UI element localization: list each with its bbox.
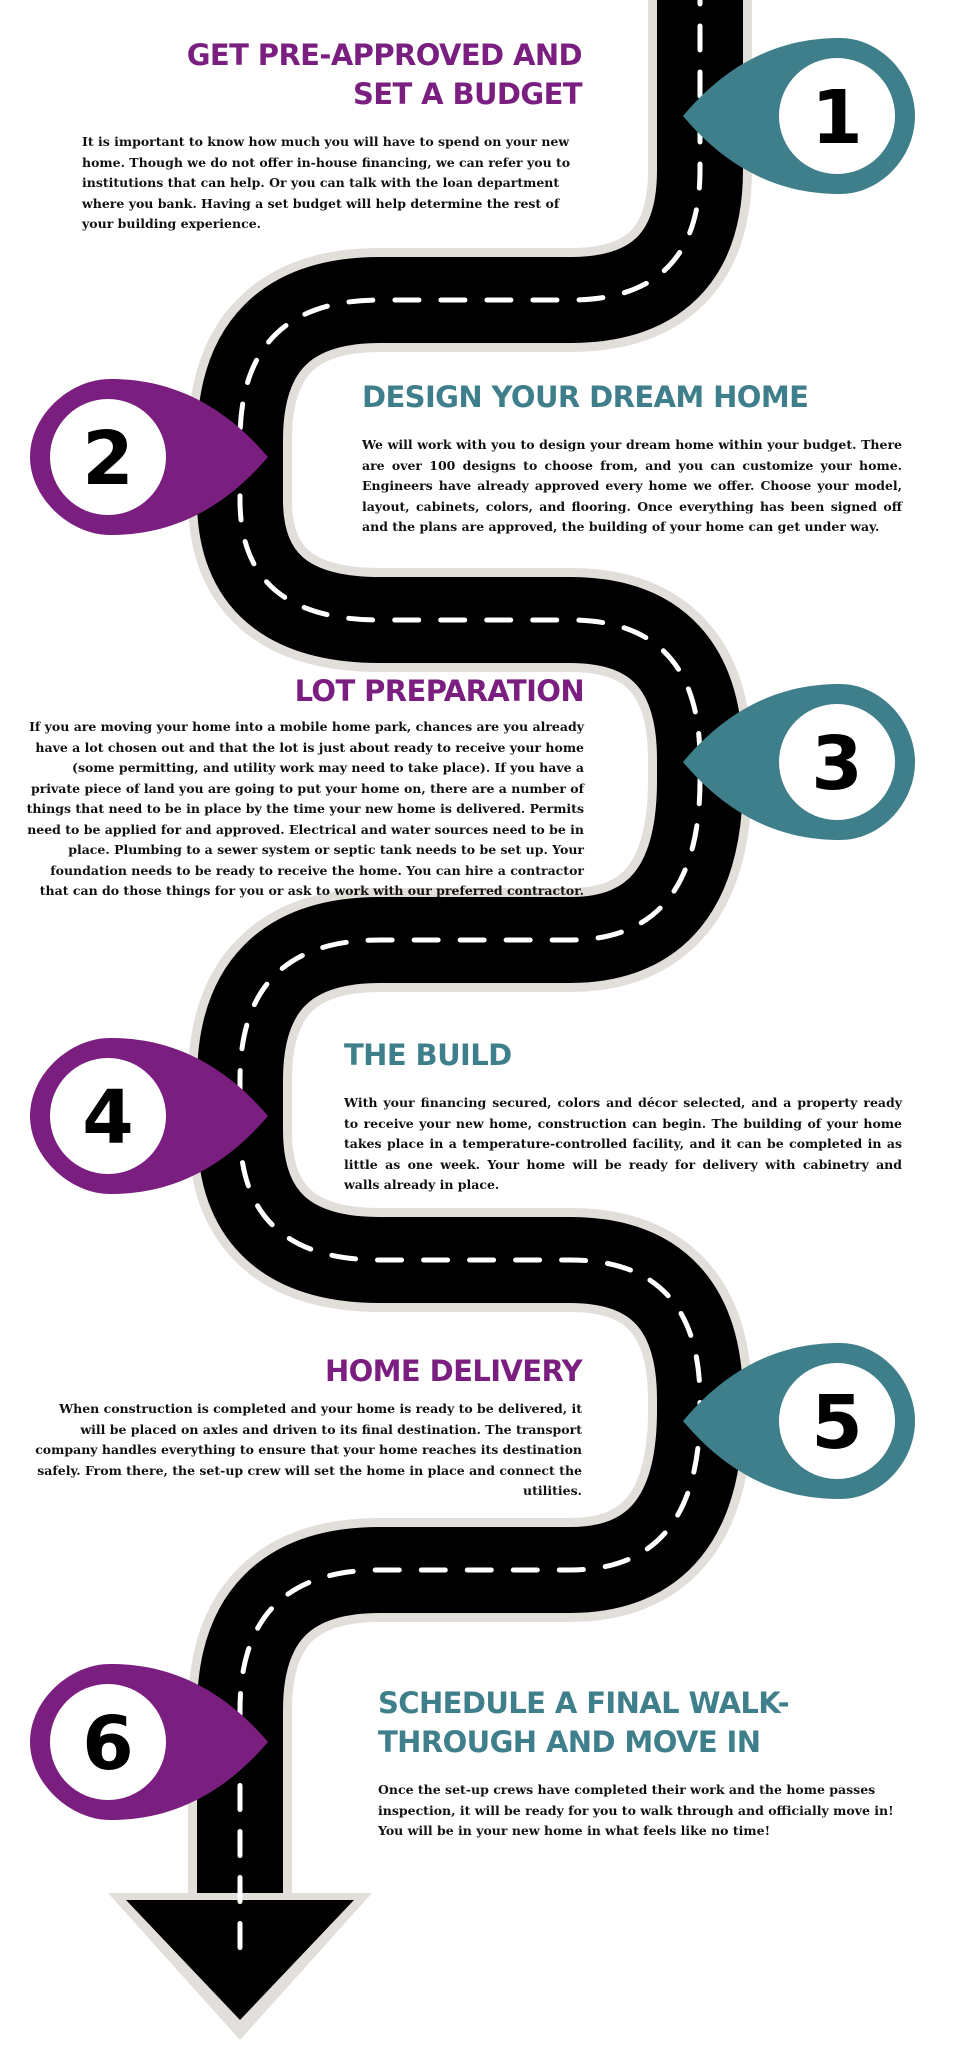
step-1-body: It is important to know how much you wil…	[82, 134, 571, 231]
step-2-number: 2	[82, 416, 134, 502]
step-4-title: THE BUILD	[344, 1038, 512, 1072]
step-6: SCHEDULE A FINAL WALK-THROUGH AND MOVE I…	[378, 1684, 918, 1842]
step-3-body: If you are moving your home into a mobil…	[26, 719, 584, 898]
step-2: DESIGN YOUR DREAM HOME We will work with…	[362, 378, 902, 538]
step-4-badge: 4	[30, 1038, 268, 1194]
step-4: THE BUILD With your financing secured, c…	[344, 1036, 902, 1196]
step-3-badge: 3	[683, 684, 915, 840]
step-5: HOME DELIVERY When construction is compl…	[30, 1352, 582, 1502]
step-1-number: 1	[811, 75, 863, 161]
step-1: GET PRE-APPROVED AND SET A BUDGET It is …	[82, 36, 583, 235]
step-3-title: LOT PREPARATION	[294, 674, 585, 708]
step-6-title: SCHEDULE A FINAL WALK-THROUGH AND MOVE I…	[378, 1686, 790, 1759]
road-arrow-head	[126, 1900, 354, 2020]
step-4-body: With your financing secured, colors and …	[344, 1095, 902, 1192]
step-4-number: 4	[82, 1075, 134, 1161]
step-3: LOT PREPARATION If you are moving your h…	[24, 672, 585, 902]
step-6-badge: 6	[30, 1664, 268, 1820]
step-2-body: We will work with you to design your dre…	[362, 437, 902, 534]
step-1-badge: 1	[683, 38, 915, 194]
step-1-title: GET PRE-APPROVED AND SET A BUDGET	[186, 38, 583, 111]
lane-marking	[237, 0, 703, 1953]
step-5-body: When construction is completed and your …	[35, 1401, 582, 1498]
step-6-body: Once the set-up crews have completed the…	[378, 1782, 894, 1838]
step-2-badge: 2	[30, 379, 268, 535]
step-6-number: 6	[82, 1701, 134, 1787]
step-3-number: 3	[811, 721, 863, 807]
step-5-number: 5	[811, 1380, 863, 1466]
step-2-title: DESIGN YOUR DREAM HOME	[362, 380, 809, 414]
step-5-title: HOME DELIVERY	[324, 1354, 583, 1388]
step-5-badge: 5	[683, 1343, 915, 1499]
